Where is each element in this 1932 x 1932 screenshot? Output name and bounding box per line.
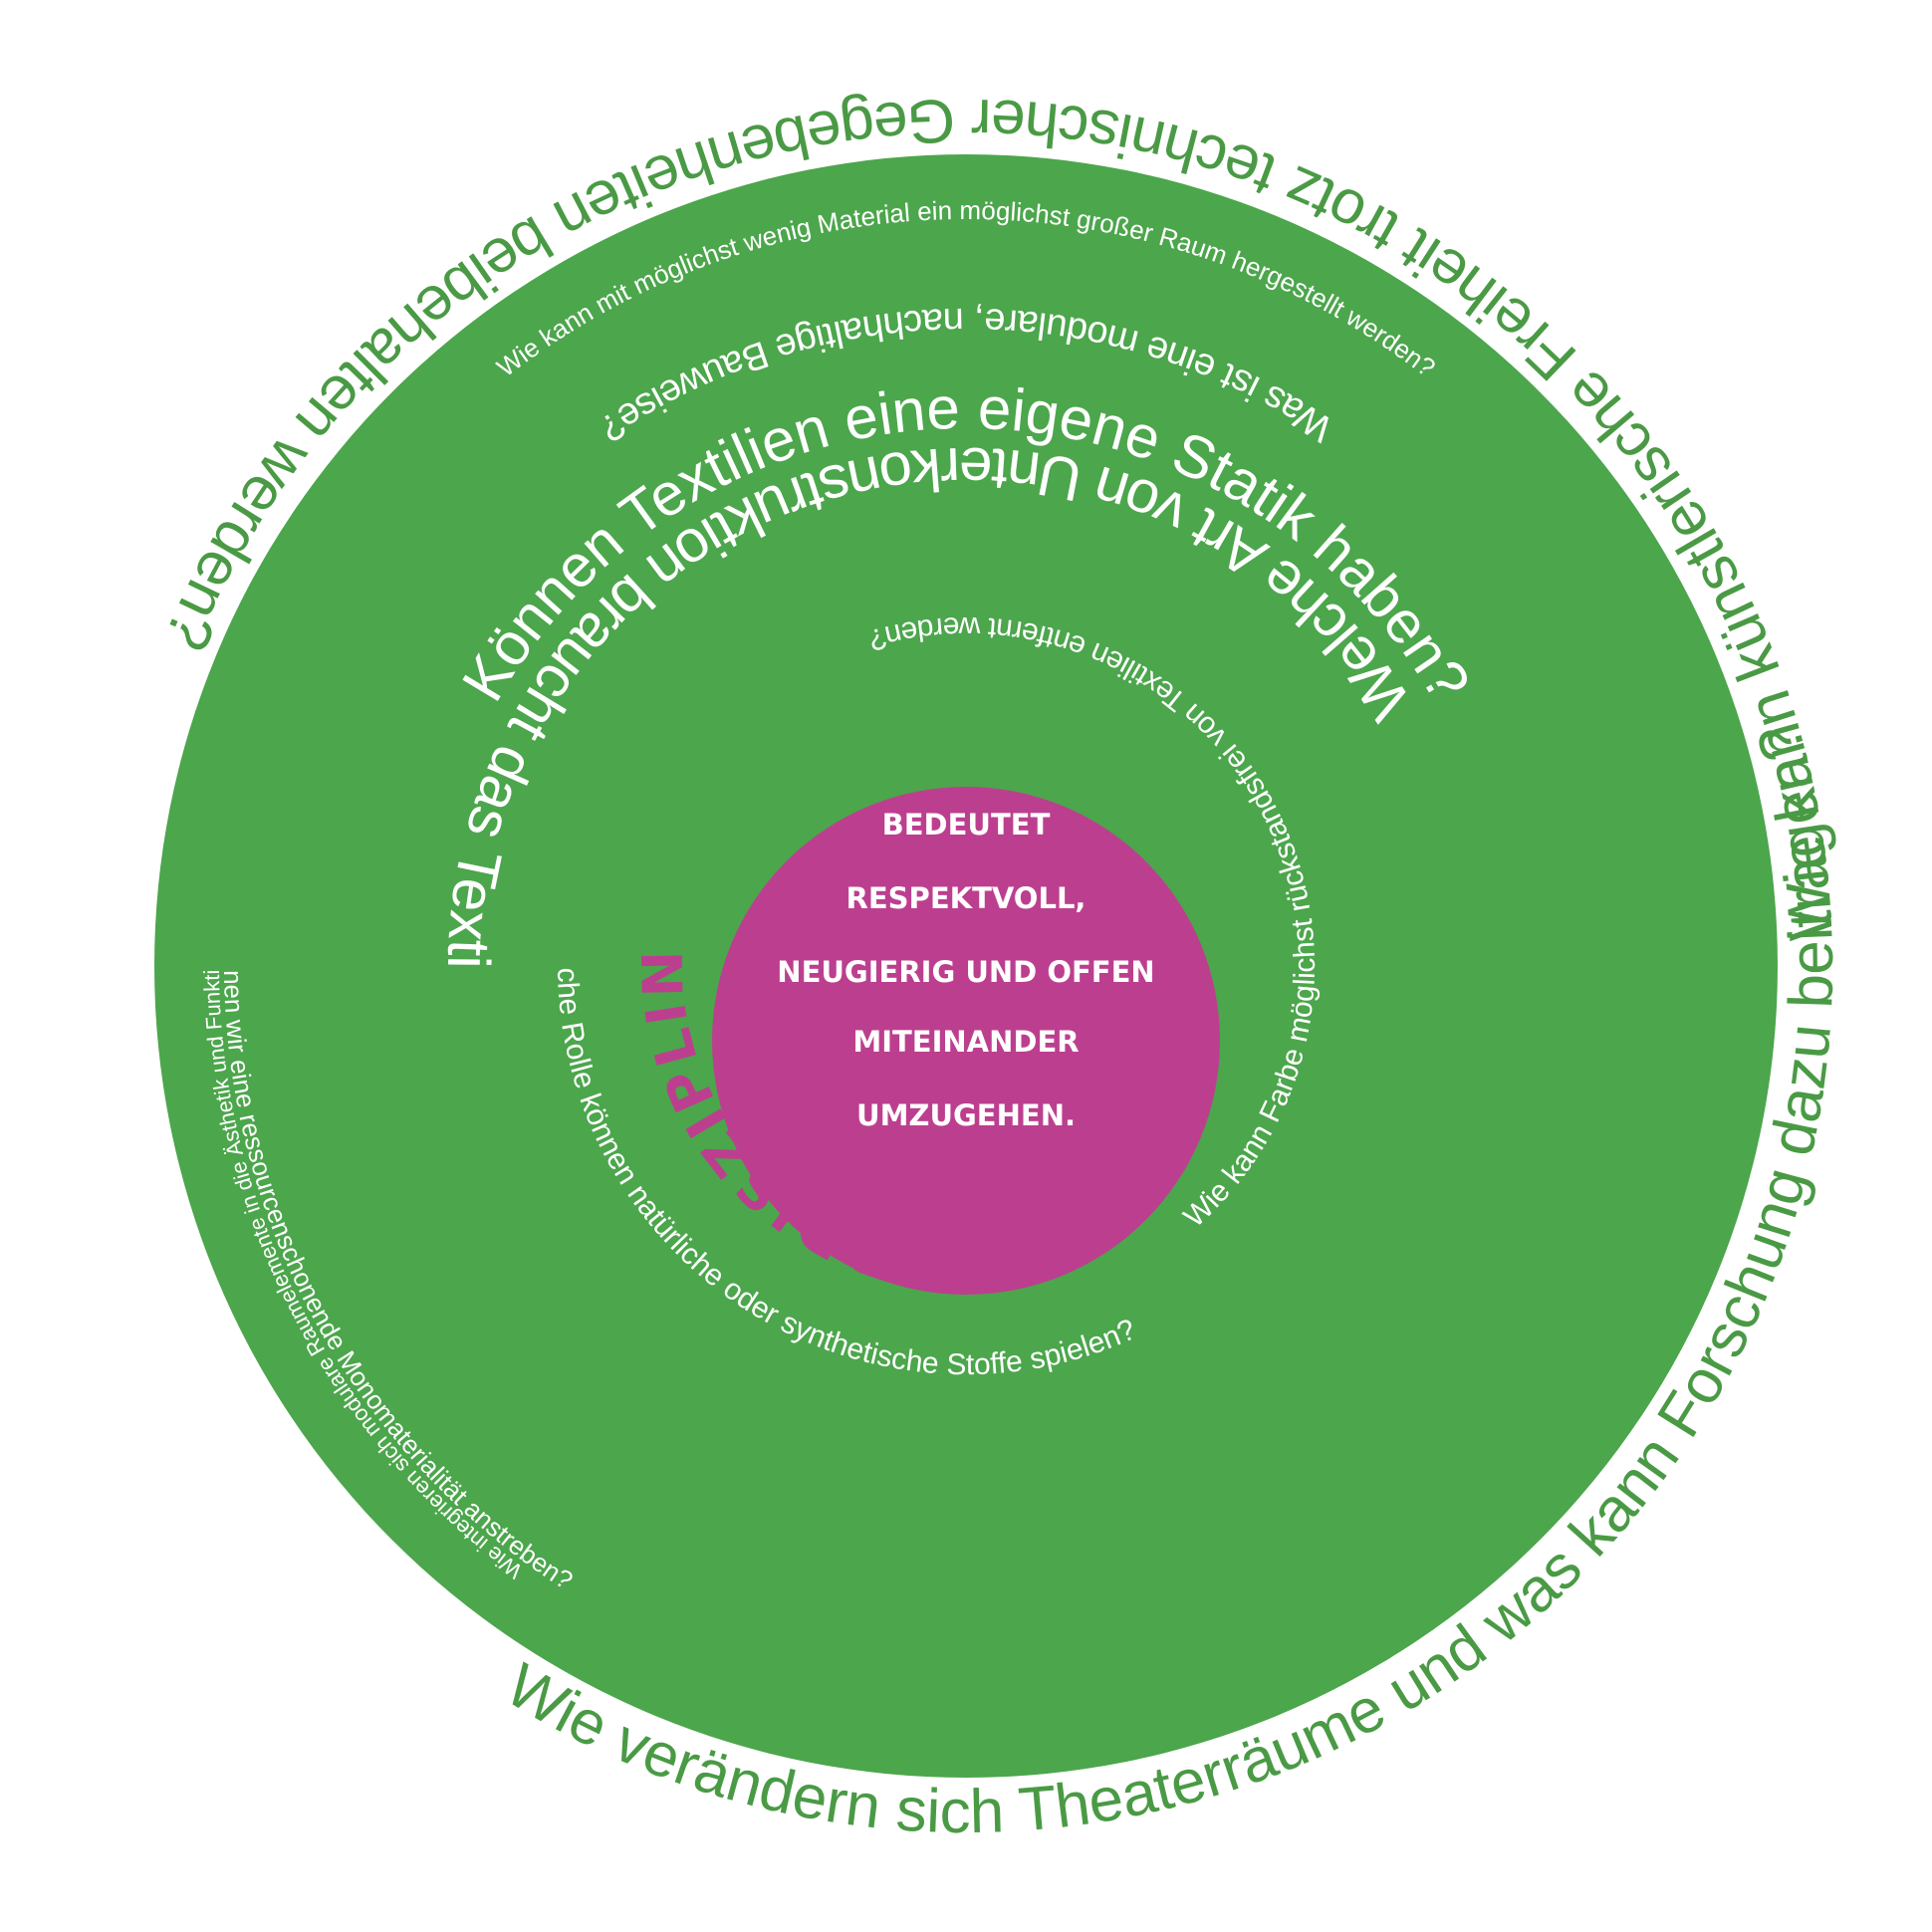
center-line-4: MITEINANDER xyxy=(852,1025,1079,1059)
center-line-3: NEUGIERIG UND OFFEN xyxy=(777,955,1154,989)
center-circle xyxy=(712,787,1220,1295)
center-text: BEDEUTET RESPEKTVOLL, NEUGIERIG UND OFFE… xyxy=(777,808,1154,1132)
center-line-2: RESPEKTVOLL, xyxy=(846,881,1087,915)
center-line-1: BEDEUTET xyxy=(882,808,1051,842)
center-line-5: UMZUGEHEN. xyxy=(856,1098,1076,1132)
